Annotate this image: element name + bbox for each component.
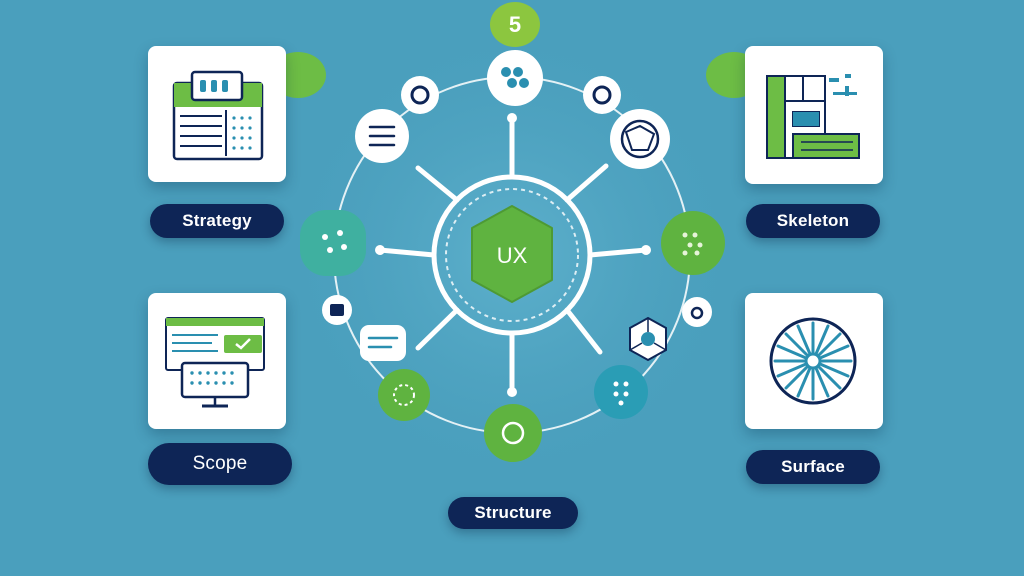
wireframe-layout-icon	[766, 74, 860, 159]
node-lower-right[interactable]	[594, 365, 648, 419]
node-chat[interactable]	[360, 325, 406, 361]
node-aperture[interactable]	[629, 316, 667, 362]
label-skeleton: Skeleton	[746, 204, 880, 238]
spoke-upper-left	[415, 165, 460, 203]
label-scope: Scope	[148, 443, 292, 485]
strategy-card[interactable]	[148, 46, 286, 182]
spoke-left	[377, 247, 437, 258]
spoke-lower-left	[415, 307, 460, 351]
label-structure: Structure	[448, 497, 578, 529]
node-tiny-left[interactable]	[322, 295, 352, 325]
spoke-right	[587, 247, 649, 258]
strategy-board-icon	[172, 70, 264, 161]
label-surface: Surface	[746, 450, 880, 484]
monitor-checklist-icon	[165, 317, 265, 408]
node-upper-right[interactable]	[610, 109, 670, 169]
label-strategy: Strategy	[150, 204, 284, 238]
spoke-lower-right	[564, 307, 603, 355]
node-left[interactable]	[300, 210, 366, 276]
node-lower-left[interactable]	[378, 369, 430, 421]
node-bottom[interactable]	[484, 404, 542, 462]
scope-card[interactable]	[148, 293, 286, 429]
node-top[interactable]	[487, 50, 543, 106]
dashed-ring	[445, 188, 579, 322]
node-tiny-right[interactable]	[682, 297, 712, 327]
node-right[interactable]	[661, 211, 725, 275]
radial-wheel-icon	[769, 317, 857, 405]
node-small-ring-left[interactable]	[401, 76, 439, 114]
node-small-ring-right[interactable]	[583, 76, 621, 114]
center-label: UX	[497, 243, 528, 268]
surface-card[interactable]	[745, 293, 883, 429]
spoke-upper-right	[564, 163, 609, 203]
skeleton-card[interactable]	[745, 46, 883, 184]
count-badge: 5	[490, 2, 540, 47]
ux-center-hexagon	[471, 205, 553, 303]
node-upper-left[interactable]	[355, 109, 409, 163]
